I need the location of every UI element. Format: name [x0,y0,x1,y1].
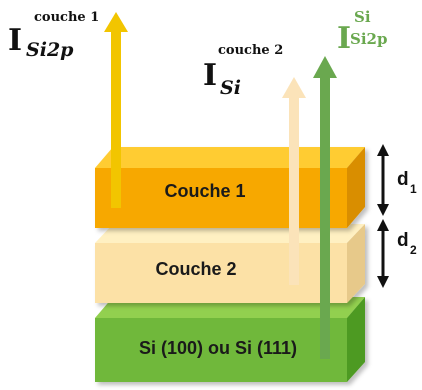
label-intensity-substrate-main: I [337,21,351,56]
arrow-layer1-head [104,12,128,32]
layer2-label: Couche 2 [155,259,236,279]
label-d2-sub: 2 [410,243,417,257]
substrate-label: Si (100) ou Si (111) [139,338,297,358]
layer2-side [347,224,365,303]
label-d2: d [397,230,409,251]
label-d1: d [397,169,409,190]
label-intensity-substrate: I [337,21,351,56]
layer1-front [95,168,347,228]
layer1-label: Couche 1 [164,181,245,201]
label-intensity-layer2: I [203,58,217,93]
thickness-d2-arrow-up [377,219,389,231]
arrow-layer2-head [282,77,306,98]
thickness-d1-arrow-up [377,144,389,156]
thickness-d2 [377,219,389,288]
label-intensity-layer1-main: I [8,23,22,58]
substrate-side [347,297,365,382]
label-d2-main: d [397,230,409,251]
label-intensity-layer1-sub: Si2p [26,39,74,61]
arrow-layer2-signal [282,77,306,285]
layer2-front [95,243,347,303]
label-d1-main: d [397,169,409,190]
arrow-substrate-shaft [320,76,330,359]
label-intensity-layer2-sup: couche 2 [218,43,283,58]
label-intensity-layer2-main: I [203,58,217,93]
label-d1-sub: 1 [410,182,417,196]
label-intensity-substrate-sup: Si [354,8,371,26]
arrow-layer2-shaft [289,96,299,285]
label-intensity-layer2-sub: Si [220,77,241,99]
arrow-layer1-signal [104,12,128,208]
layer1-side [347,147,365,228]
thickness-d1-arrow-down [377,204,389,216]
arrow-layer1-shaft [111,30,121,208]
substrate-front [95,318,347,382]
layer2-block [95,224,365,303]
label-intensity-substrate-sub: Si2p [350,30,387,48]
thickness-d1 [377,144,389,216]
arrow-substrate-signal [313,56,337,359]
thickness-d2-arrow-down [377,276,389,288]
label-intensity-layer1-sup: couche 1 [34,10,99,25]
arrow-substrate-head [313,56,337,78]
label-intensity-layer1: I [8,23,22,58]
